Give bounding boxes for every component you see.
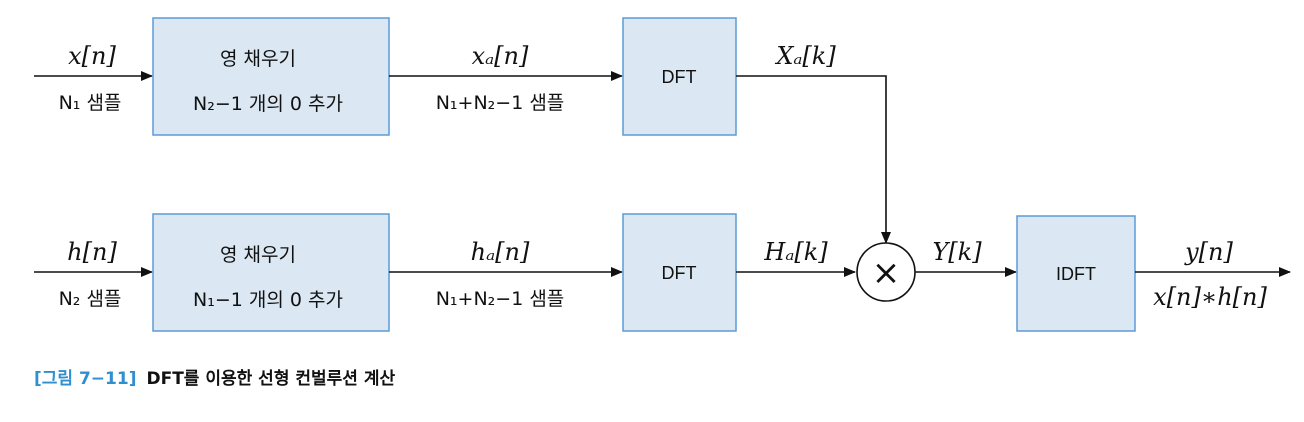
top-input-signal: x[n] — [68, 42, 116, 70]
top-padded-samples: N₁+N₂−1 샘플 — [436, 92, 565, 114]
caption-text: DFT를 이용한 선형 컨벌루션 계산 — [146, 368, 395, 389]
top-zero-pad-block — [152, 17, 390, 136]
top-dft-label: DFT — [662, 67, 697, 87]
bottom-input-signal: h[n] — [67, 238, 117, 266]
top-padded-signal: xₐ[n] — [472, 42, 529, 70]
bottom-dft-block — [622, 213, 737, 332]
bottom-dft-output: Hₐ[k] — [763, 238, 828, 266]
top-zero-pad-desc: N₂−1 개의 0 추가 — [193, 93, 343, 115]
top-zero-pad-title: 영 채우기 — [220, 48, 296, 70]
output-expression: x[n]∗h[n] — [1153, 283, 1267, 311]
top-dft-output: Xₐ[k] — [774, 42, 836, 70]
idft-block — [1016, 215, 1136, 332]
bottom-zero-pad-title: 영 채우기 — [220, 244, 296, 266]
bottom-padded-samples: N₁+N₂−1 샘플 — [436, 288, 565, 310]
top-dft-output-arrow — [736, 75, 891, 244]
bottom-input-samples: N₂ 샘플 — [59, 288, 122, 310]
figure-caption: [그림 7−11] DFT를 이용한 선형 컨벌루션 계산 — [34, 368, 396, 389]
bottom-dft-label: DFT — [662, 263, 697, 283]
idft-label: IDFT — [1056, 264, 1096, 284]
output-signal: y[n] — [1184, 238, 1233, 266]
product-label: Y[k] — [932, 238, 982, 266]
caption-tag: [그림 7−11] — [34, 369, 136, 389]
bottom-padded-signal: hₐ[n] — [471, 238, 530, 266]
top-input-samples: N₁ 샘플 — [59, 92, 122, 114]
bottom-zero-pad-block — [152, 213, 390, 332]
multiplier-symbol: × — [872, 253, 901, 293]
top-dft-block — [622, 17, 737, 136]
bottom-zero-pad-desc: N₁−1 개의 0 추가 — [193, 289, 343, 311]
